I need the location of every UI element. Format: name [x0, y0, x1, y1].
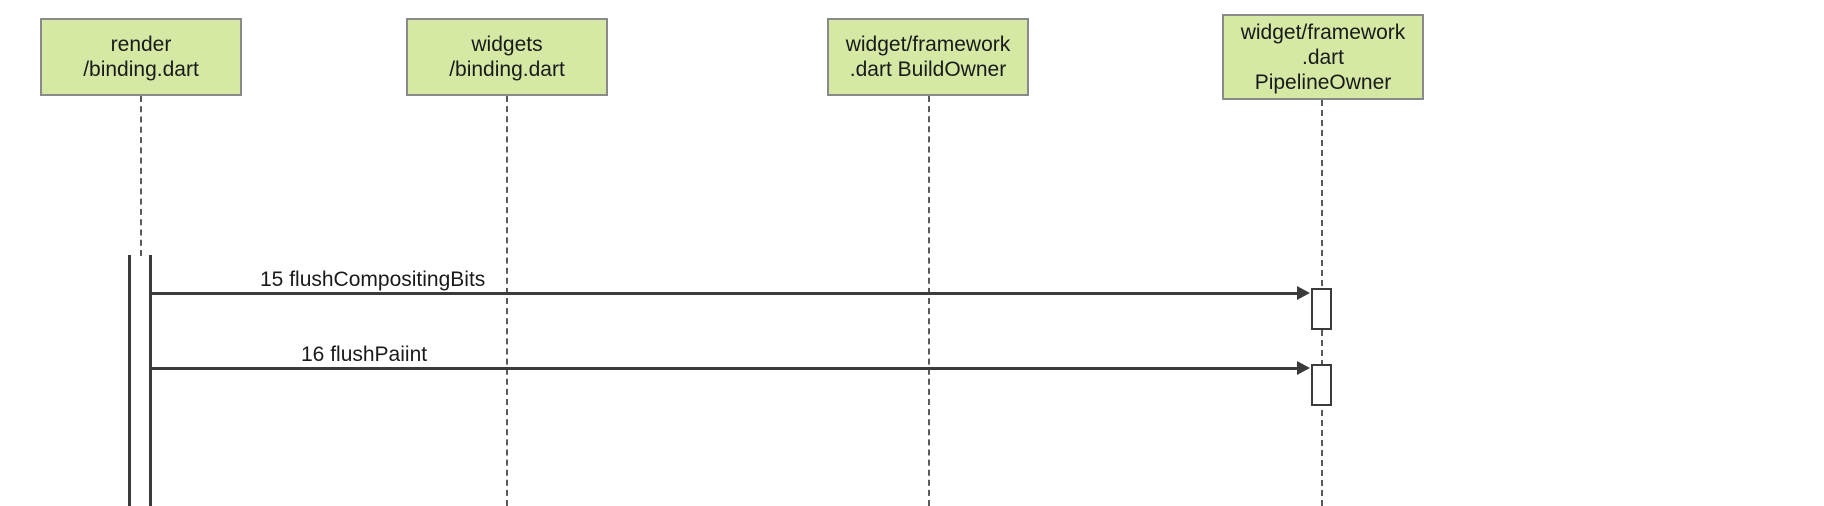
- activation-bar-render-inner: [149, 255, 152, 506]
- activation-bar-render-outer: [128, 255, 131, 506]
- activation-box-pipeline-owner-2: [1311, 364, 1332, 406]
- message-label-flushcompositingbits: 15 flushCompositingBits: [256, 268, 490, 292]
- participant-box-render-binding[interactable]: render /binding.dart: [40, 18, 242, 96]
- lifeline-widgets-binding: [506, 96, 508, 506]
- participant-box-build-owner[interactable]: widget/framework .dart BuildOwner: [827, 18, 1029, 96]
- participant-label-line1: render: [110, 33, 172, 56]
- participant-label-line2: .dart BuildOwner: [849, 58, 1007, 81]
- lifeline-build-owner: [928, 96, 930, 506]
- message-arrowhead-flushpaiint: [1297, 361, 1310, 375]
- participant-label-line1: widget/framework: [1240, 20, 1406, 44]
- participant-label-line2: .dart: [1301, 45, 1345, 69]
- activation-box-pipeline-owner-1: [1311, 288, 1332, 330]
- participant-box-widgets-binding[interactable]: widgets /binding.dart: [406, 18, 608, 96]
- participant-box-pipeline-owner[interactable]: widget/framework .dart PipelineOwner: [1222, 14, 1424, 100]
- message-label-flushpaiint: 16 flushPaiint: [297, 343, 432, 367]
- message-line-flushpaiint: [150, 367, 1305, 370]
- participant-label-line2: /binding.dart: [83, 58, 199, 81]
- message-arrowhead-flushcompositingbits: [1297, 286, 1310, 300]
- participant-label-line1: widget/framework: [845, 33, 1011, 56]
- participant-label-line2: /binding.dart: [449, 58, 565, 81]
- participant-label-line3: PipelineOwner: [1254, 70, 1392, 94]
- message-line-flushcompositingbits: [150, 292, 1305, 295]
- lifeline-render-binding: [140, 96, 142, 256]
- participant-label-line1: widgets: [471, 33, 543, 56]
